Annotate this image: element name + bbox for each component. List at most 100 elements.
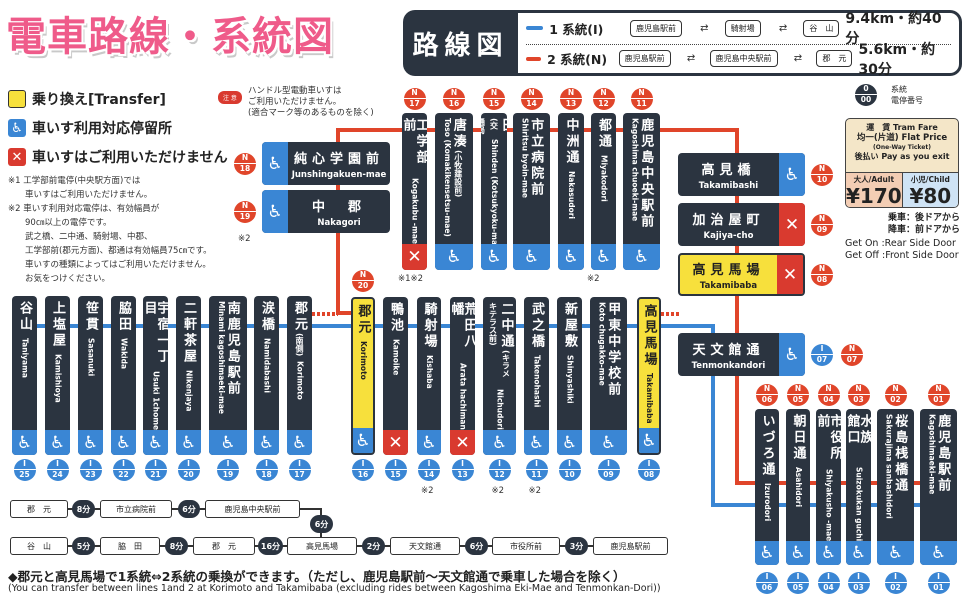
wheelchair-icon: ♿ xyxy=(78,430,103,455)
wheelchair-icon: ♿ xyxy=(209,430,247,455)
cross-icon: ✕ xyxy=(8,148,26,166)
station-name-en: Koto chugakko-mae xyxy=(597,302,607,386)
badge-number: 09 xyxy=(603,470,614,479)
badge-number: 18 xyxy=(239,164,251,173)
alighting-ja: 降車：前ドアから xyxy=(887,225,960,235)
station-name-en: Shinden (Kotsukyoku-mae) xyxy=(489,139,499,244)
station-name-ja: 上塩屋 xyxy=(50,301,65,349)
badge-line: N xyxy=(560,88,582,99)
badge-number: 23 xyxy=(85,470,96,479)
station-name-ja-text: 鹿児島中央駅前 xyxy=(638,118,654,230)
wheelchair-icon: ♿ xyxy=(779,333,805,376)
wheelchair-icon: ♿ xyxy=(45,430,70,455)
footnote-mark: ※2 xyxy=(491,486,505,496)
fare-title: 運 賃 Tram Fare xyxy=(866,123,938,132)
badge-number: 06 xyxy=(761,583,773,592)
station-name-ja: 荒田八幡 xyxy=(450,302,475,358)
caution-line: ご利用いただけません。 xyxy=(248,97,342,107)
timing-stop: 市立病院前 xyxy=(100,500,172,518)
station-name-en: Shiyakusho -mae xyxy=(824,468,834,541)
no-wheelchair-icon: ✕ xyxy=(450,430,475,455)
wheelchair-icon: ♿ xyxy=(920,541,957,565)
badge-number: 11 xyxy=(531,470,542,479)
wheelchair-icon: ♿ xyxy=(591,244,616,270)
station-name-en: Takamibaba xyxy=(644,373,654,424)
badge-number: 02 xyxy=(890,583,901,592)
badge-line: I xyxy=(525,459,548,470)
station-toso-komakikensetsu-mae-[interactable]: 唐湊(小牧建設前)Toso (Komakikensetsu-mae)♿ xyxy=(435,113,473,270)
travel-time: 6分 xyxy=(465,537,488,555)
timing-stop: 鹿児島駅前 xyxy=(593,537,668,555)
footnote-line: 90㎝以上の電停です。 xyxy=(8,218,112,228)
badge-line: N xyxy=(234,153,256,164)
footnote-line: ※1 工学部前電停(中央駅方面)では xyxy=(8,176,141,186)
station-name-ja-text: 鴨池 xyxy=(388,302,403,334)
route-stop: 鹿児島駅前 xyxy=(618,50,671,67)
badge-number: 01 xyxy=(933,395,944,404)
route-color-swatch xyxy=(526,56,542,61)
badge-line: I xyxy=(384,459,407,470)
station-name-en: Nakagori xyxy=(317,217,361,228)
timing-stop: 谷 山 xyxy=(10,537,68,555)
station-korimoto[interactable]: 郡元(南側)Korimoto♿ xyxy=(287,296,312,455)
legend-transfer-label: 乗り換え[Transfer] xyxy=(32,92,166,108)
badge-line: I xyxy=(144,459,167,470)
station-name-ja-text: 脇田 xyxy=(116,301,131,333)
wheelchair-icon: ♿ xyxy=(254,430,279,455)
station-name-ja: 南鹿児島駅前 xyxy=(225,301,240,430)
station-name-ja-text: 市立病院前 xyxy=(528,118,544,198)
badge-legend-line-label: 系統 xyxy=(891,85,907,94)
station-shinden-kotsukyoku-mae-[interactable]: 神田(交通局前)Shinden (Kotsukyoku-mae)♿ xyxy=(481,113,507,270)
station-name-en: Taniyama xyxy=(20,338,30,378)
station-name-ja-text: 都通 xyxy=(596,118,611,150)
station-name-en: Suizokukan guchi xyxy=(854,466,864,541)
station-nichudori[interactable]: 二中通(キラメキテラス前)Nichudori♿ xyxy=(483,297,516,455)
station-name-ja-text: 谷山 xyxy=(17,301,32,333)
